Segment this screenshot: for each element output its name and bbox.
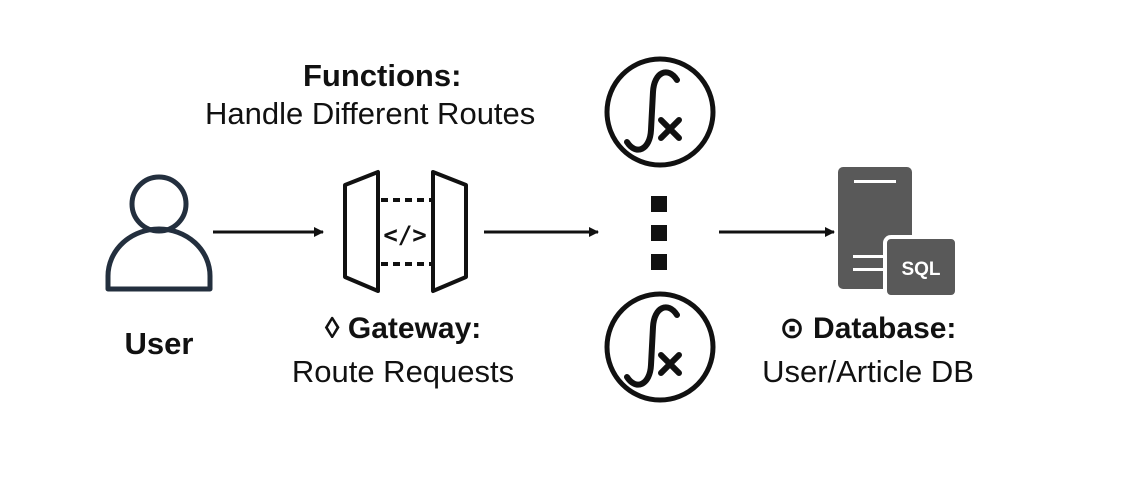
- functions-description: Handle Different Routes: [205, 96, 536, 131]
- diamond-icon: ◊: [324, 312, 340, 345]
- function-icon-top: [604, 56, 716, 168]
- sql-badge: SQL: [901, 259, 940, 280]
- code-glyph: </>: [383, 221, 426, 249]
- gateway-title-text: Gateway:: [347, 312, 482, 345]
- api-gateway-icon: [343, 170, 468, 293]
- user-icon: [105, 174, 213, 292]
- gateway-description: Route Requests: [291, 354, 515, 389]
- gateway-title: ◊ Gateway:: [283, 314, 523, 344]
- ellipsis-dots-icon: [651, 196, 667, 270]
- functions-title: Functions:: [303, 58, 462, 93]
- database-description: User/Article DB: [762, 354, 974, 389]
- circled-dot-icon: ⊙: [779, 312, 805, 345]
- database-title: ⊙ Database:: [743, 314, 993, 344]
- database-title-text: Database:: [813, 312, 957, 345]
- sql-database-icon: SQL: [838, 167, 959, 299]
- function-icon-bottom: [604, 291, 716, 403]
- user-label: User: [124, 326, 194, 361]
